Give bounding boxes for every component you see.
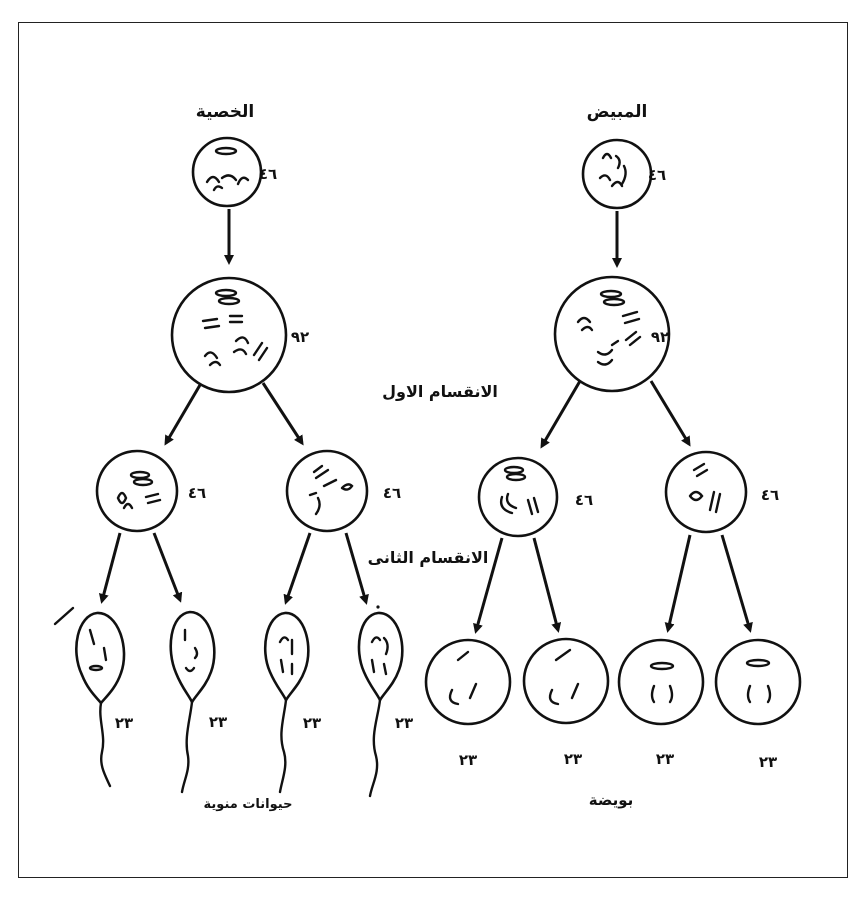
egg-cell-1 — [424, 638, 512, 726]
arrow-testis-right — [261, 382, 304, 446]
second-division-label: الانقسام الثانى — [368, 548, 489, 567]
ovary-duplicated-cell — [553, 275, 671, 393]
egg-cell-3 — [617, 638, 705, 726]
arrow-sperm-3 — [283, 532, 312, 605]
egg-3-count: ٢٣ — [656, 750, 674, 768]
arrow-egg-2 — [532, 537, 562, 633]
sperm-cell-4 — [357, 605, 404, 798]
sperm-cell-2 — [169, 610, 216, 794]
ovary-label: المبيض — [587, 102, 648, 122]
testis-duplicated-cell — [170, 276, 288, 394]
sperm-cell-1 — [53, 606, 126, 788]
arrow-egg-1 — [473, 537, 504, 634]
egg-4-count: ٢٣ — [759, 753, 777, 771]
arrow-sperm-1 — [98, 532, 122, 604]
arrow-egg-4 — [720, 534, 753, 633]
figure-frame — [18, 22, 848, 878]
egg-cell-4 — [714, 638, 802, 726]
testis-sec-left-count: ٤٦ — [188, 484, 206, 502]
ova-label: بويضة — [589, 791, 634, 809]
ovary-cell-count: ٤٦ — [648, 166, 666, 184]
sperm-3-count: ٢٣ — [303, 714, 321, 732]
ovary-secondary-cell-right — [664, 450, 748, 534]
testis-sec-right-count: ٤٦ — [383, 484, 401, 502]
testis-primary-cell — [191, 136, 263, 208]
ovary-sec-left-count: ٤٦ — [575, 491, 593, 509]
ovary-secondary-cell-left — [477, 456, 559, 538]
arrow-sperm-2 — [152, 532, 183, 603]
arrow-testis-left — [164, 384, 202, 446]
testis-label: الخصية — [196, 102, 254, 122]
egg-1-count: ٢٣ — [459, 751, 477, 769]
sperm-label: حيوانات منوية — [204, 797, 293, 812]
ovary-dup-count: ٩٢ — [651, 328, 669, 346]
arrow-egg-3 — [664, 534, 692, 633]
testis-cell-count: ٤٦ — [259, 165, 277, 183]
sperm-cell-3 — [263, 611, 310, 794]
testis-secondary-cell-left — [95, 449, 179, 533]
ovary-sec-right-count: ٤٦ — [761, 486, 779, 504]
testis-secondary-cell-right — [285, 449, 369, 533]
sperm-4-count: ٢٣ — [395, 714, 413, 732]
arrow-ovary-left — [540, 380, 582, 449]
egg-2-count: ٢٣ — [564, 750, 582, 768]
testis-dup-count: ٩٢ — [291, 328, 309, 346]
egg-cell-2 — [522, 637, 610, 725]
first-division-label: الانقسام الاول — [382, 382, 498, 401]
arrow-ovary-right — [649, 380, 691, 447]
sperm-1-count: ٢٣ — [115, 714, 133, 732]
ovary-primary-cell — [581, 138, 653, 210]
sperm-2-count: ٢٣ — [209, 713, 227, 731]
arrow-sperm-4 — [344, 532, 369, 605]
